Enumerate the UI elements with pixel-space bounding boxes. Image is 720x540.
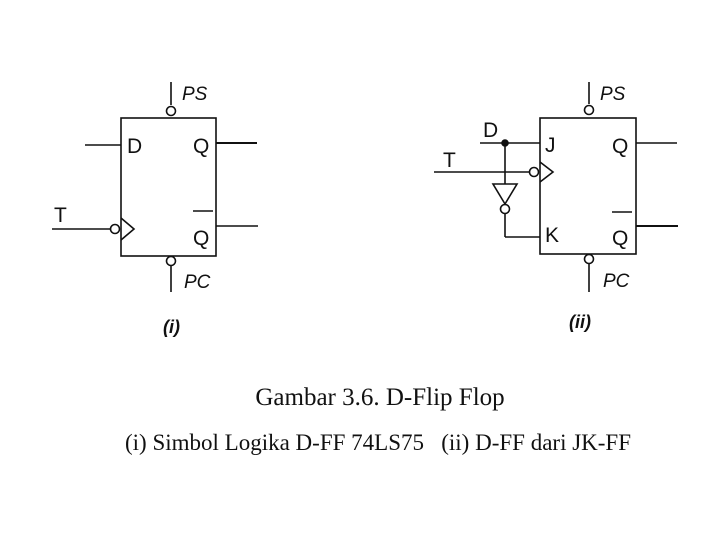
jkff-label-j: J bbox=[545, 134, 556, 157]
jkff-inverter bbox=[491, 183, 519, 206]
caption-description: (i) Simbol Logika D-FF 74LS75 (ii) D-FF … bbox=[124, 430, 632, 455]
jkff-label-clock: T bbox=[443, 149, 456, 172]
dff-figure-label: (i) bbox=[163, 317, 180, 337]
dff-pc-bubble bbox=[165, 255, 177, 267]
jkff-label-ps: PS bbox=[600, 84, 626, 105]
jkff-label-d: D bbox=[483, 119, 498, 142]
dff-label-d: D bbox=[127, 135, 142, 158]
dff-ps-bubble bbox=[165, 105, 177, 117]
jkff-clock-triangle bbox=[539, 161, 555, 183]
dff-clock-triangle bbox=[120, 217, 136, 241]
dff-label-pc: PC bbox=[184, 272, 211, 293]
dff-label-clock: T bbox=[54, 204, 67, 227]
caption-title: Gambar 3.6. D-Flip Flop bbox=[255, 384, 505, 411]
jkff-label-qbar: Q bbox=[612, 227, 628, 250]
jkff-label-pc: PC bbox=[603, 271, 630, 292]
dff-label-q: Q bbox=[193, 135, 209, 158]
jkff-inverter-bubble bbox=[499, 203, 511, 215]
jkff-label-q: Q bbox=[612, 135, 628, 158]
jkff-clock-bubble bbox=[528, 166, 540, 178]
jkff-figure-label: (ii) bbox=[569, 312, 591, 332]
dff-clock-bubble bbox=[109, 223, 121, 235]
dff-block bbox=[120, 117, 217, 257]
dff-label-qbar: Q bbox=[193, 227, 209, 250]
dff-label-ps: PS bbox=[182, 84, 208, 105]
jkff-pc-bubble bbox=[583, 253, 595, 265]
jkff-label-k: K bbox=[545, 224, 559, 247]
jkff-ps-bubble bbox=[583, 104, 595, 116]
